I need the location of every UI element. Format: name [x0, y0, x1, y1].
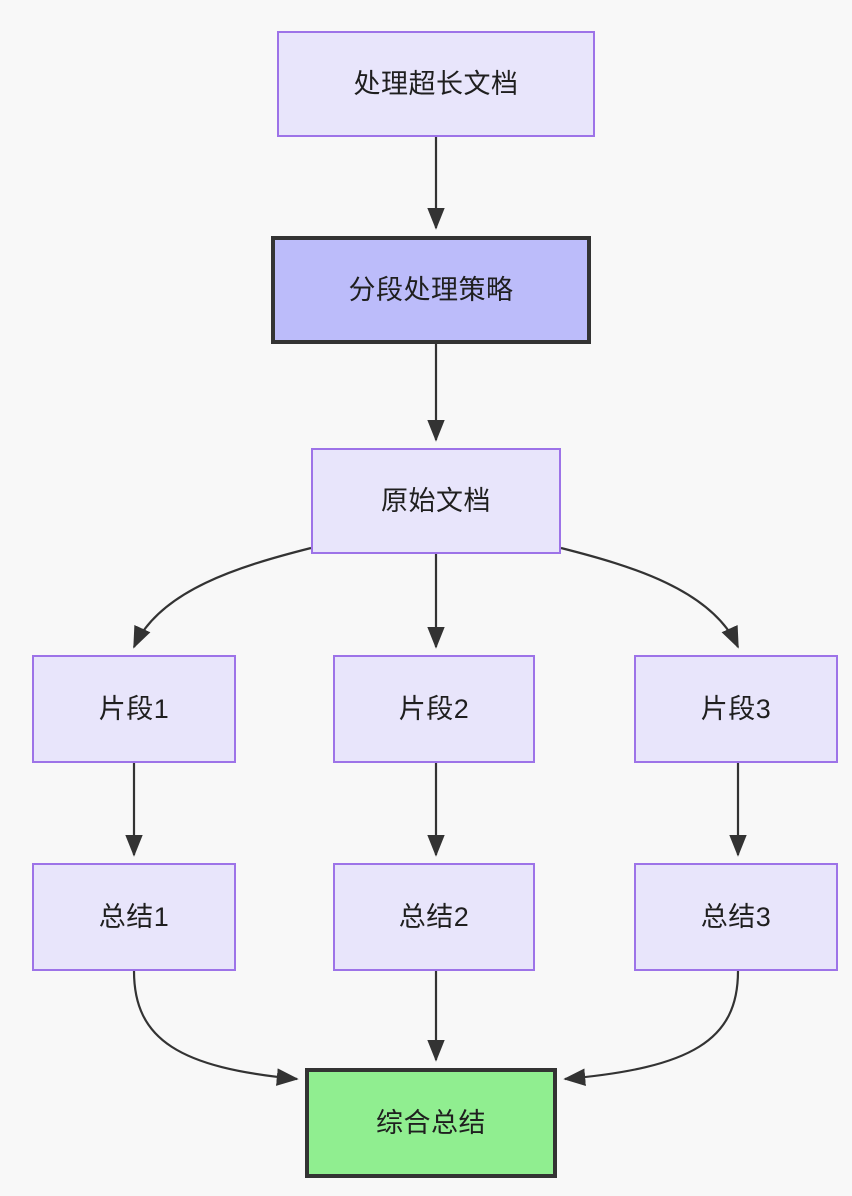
node-fragment-1-label: 片段1	[98, 693, 170, 724]
edge-summary-3-to-final-summary	[563, 970, 740, 1087]
node-summary-1-label: 总结1	[98, 901, 170, 932]
node-source-doc[interactable]: 原始文档	[311, 448, 561, 554]
node-source-doc-label: 原始文档	[381, 485, 491, 516]
node-fragment-1[interactable]: 片段1	[32, 655, 236, 763]
node-final-summary-label: 综合总结	[376, 1107, 486, 1138]
node-long-doc-label: 处理超长文档	[353, 68, 519, 99]
node-long-doc[interactable]: 处理超长文档	[277, 31, 595, 137]
edge-source-doc-to-fragment-1	[132, 546, 312, 649]
node-final-summary[interactable]: 综合总结	[305, 1068, 557, 1178]
edge-summary-1-to-final-summary	[132, 970, 299, 1086]
node-chunk-strategy-label: 分段处理策略	[348, 274, 514, 305]
node-fragment-3[interactable]: 片段3	[634, 655, 838, 763]
node-summary-2[interactable]: 总结2	[333, 863, 535, 971]
node-summary-3[interactable]: 总结3	[634, 863, 838, 971]
node-fragment-2[interactable]: 片段2	[333, 655, 535, 763]
node-summary-1[interactable]: 总结1	[32, 863, 236, 971]
edge-source-doc-to-fragment-3	[560, 546, 740, 649]
node-summary-2-label: 总结2	[398, 901, 470, 932]
node-summary-3-label: 总结3	[700, 901, 772, 932]
node-chunk-strategy[interactable]: 分段处理策略	[271, 236, 591, 344]
node-fragment-2-label: 片段2	[398, 693, 470, 724]
node-fragment-3-label: 片段3	[700, 693, 772, 724]
